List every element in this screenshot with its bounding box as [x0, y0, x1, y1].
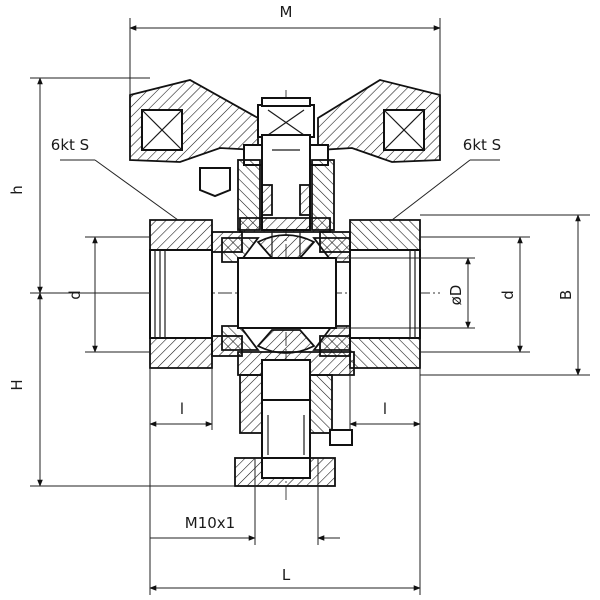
label-phiD: øD: [447, 285, 465, 306]
label-hex-left: 6kt S: [51, 136, 89, 154]
label-l-left: l: [180, 400, 184, 418]
left-connection: [149, 219, 243, 369]
dimension-lines: [30, 18, 590, 595]
label-H: H: [8, 379, 26, 390]
valve-body: [221, 217, 355, 376]
label-d-left: d: [66, 290, 84, 300]
label-hex-right: 6kt S: [463, 136, 501, 154]
drain-fitting: [234, 359, 353, 487]
label-l-right: l: [383, 400, 387, 418]
label-d-right: d: [499, 290, 517, 300]
butterfly-handle: [129, 79, 441, 198]
label-h: h: [8, 185, 26, 195]
stem-assembly: [237, 134, 335, 231]
label-thread: M10x1: [185, 514, 235, 532]
label-B: B: [557, 290, 575, 300]
label-L: L: [282, 566, 291, 584]
label-M: M: [280, 3, 293, 21]
